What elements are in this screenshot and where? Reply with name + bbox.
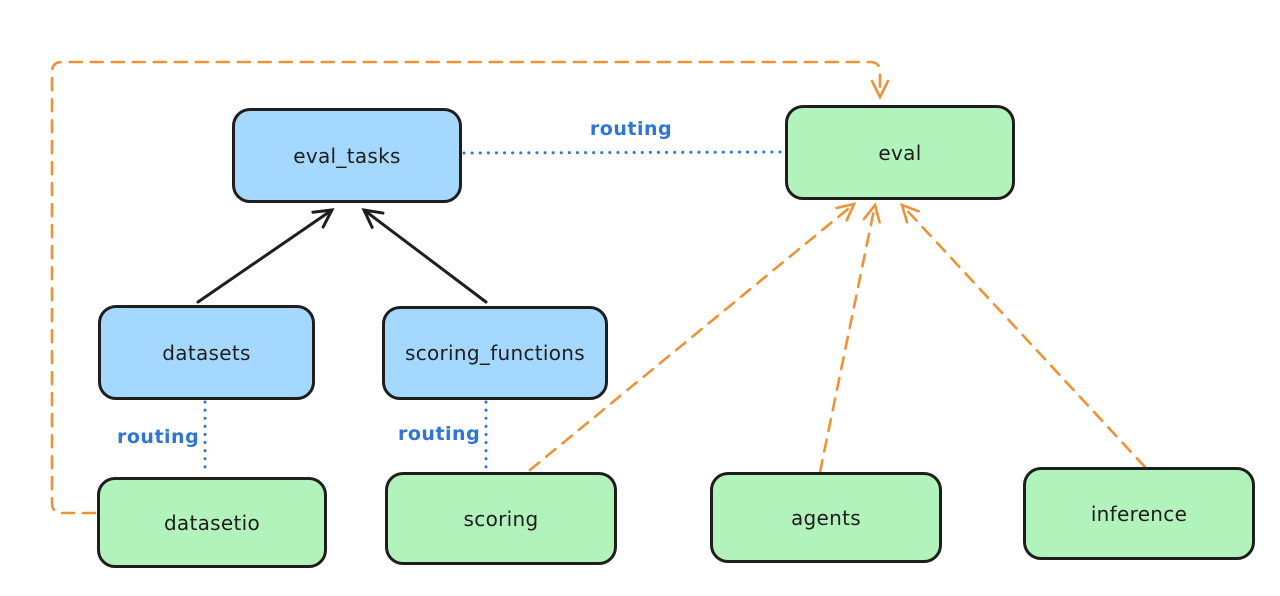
node-eval-tasks: eval_tasks xyxy=(232,108,462,203)
node-scoring-label: scoring xyxy=(463,506,539,531)
edge-label-routing-top: routing xyxy=(589,118,673,140)
edge-eval-tasks-to-eval xyxy=(462,150,784,155)
node-scoring-functions-label: scoring_functions xyxy=(404,341,586,365)
node-datasetio-label: datasetio xyxy=(163,510,261,535)
node-datasetio: datasetio xyxy=(97,477,327,568)
node-eval-tasks-label: eval_tasks xyxy=(293,143,401,168)
edge-label-routing-datasetio: routing xyxy=(117,426,200,448)
node-datasets: datasets xyxy=(98,305,315,400)
edge-scoring-functions-to-eval-tasks xyxy=(361,208,488,304)
node-agents-label: agents xyxy=(791,505,861,530)
edge-label-routing-scoring: routing xyxy=(398,423,481,445)
node-eval-label: eval xyxy=(878,140,922,165)
edge-scoring-to-eval xyxy=(528,202,857,472)
edge-agents-to-eval xyxy=(818,202,881,474)
node-eval: eval xyxy=(785,105,1015,200)
node-datasets-label: datasets xyxy=(162,340,251,365)
edge-inference-to-eval xyxy=(900,202,1147,469)
edge-datasets-to-eval-tasks xyxy=(196,208,335,304)
node-inference-label: inference xyxy=(1090,501,1188,526)
node-scoring: scoring xyxy=(385,472,617,565)
node-agents: agents xyxy=(710,472,942,563)
node-scoring-functions: scoring_functions xyxy=(382,306,608,400)
edge-datasetio-to-eval-loop xyxy=(50,60,890,515)
node-inference: inference xyxy=(1023,467,1255,560)
